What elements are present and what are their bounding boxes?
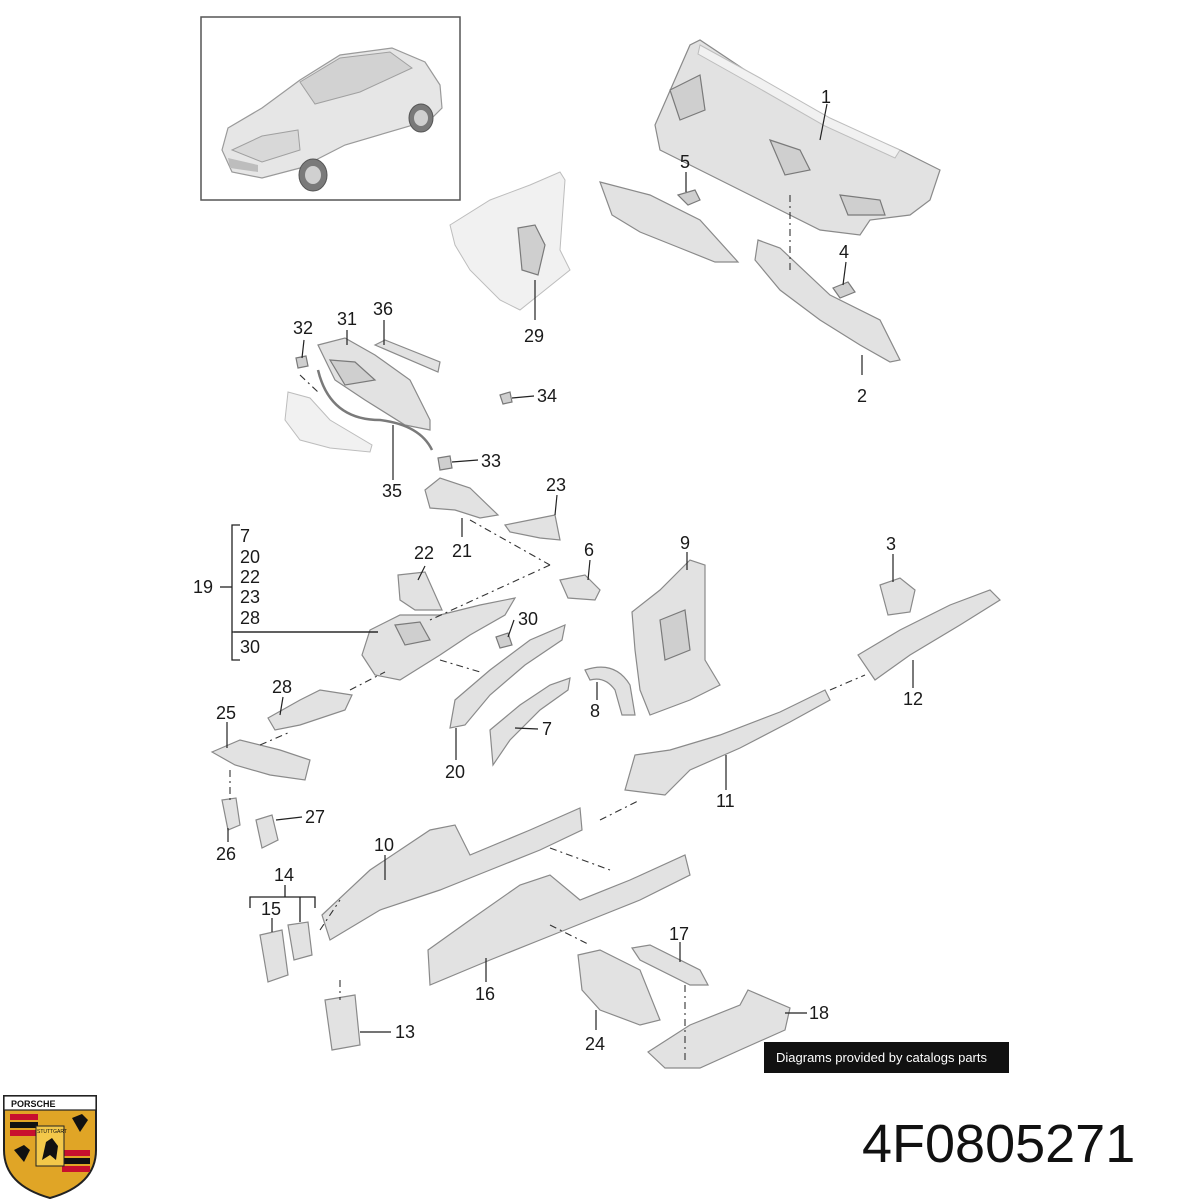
crest-brand-text: PORSCHE [11,1099,56,1109]
callout-29: 29 [524,326,544,346]
callout-34: 34 [537,386,557,406]
part-28-plate [267,689,353,731]
part-13-bracket [324,994,361,1051]
porsche-crest-logo: PORSCHE STUTTGART [3,1095,97,1200]
callout-9: 9 [680,533,690,553]
part-25-bracket [210,739,311,781]
callout-7: 7 [542,719,552,739]
part-11-sill [624,689,831,796]
part-19-assembly [361,597,517,681]
vehicle-thumbnail [200,16,461,201]
callout-2: 2 [857,386,867,406]
part-22-panel [397,571,443,611]
group-19-member: 28 [240,608,260,628]
callout-4: 4 [839,242,849,262]
part-number: 4F0805271 [862,1114,1135,1174]
part-26-bracket [221,797,241,831]
part-9-pillar [631,559,721,716]
part-33-clip [437,455,453,471]
group-19-member: 23 [240,587,260,607]
part-1-bulkhead [654,39,941,236]
callout-21: 21 [452,541,472,561]
part-15-bracket [259,929,289,983]
callout-28: 28 [272,677,292,697]
callout-19: 19 [193,577,213,597]
callout-10: 10 [374,835,394,855]
callout-16: 16 [475,984,495,1004]
part-35-cable [316,369,434,451]
credit-text: Diagrams provided by catalogs parts [776,1050,987,1065]
part-5-bracket [676,189,701,206]
group-19-member: 22 [240,567,260,587]
callout-1: 1 [821,87,831,107]
part-cowl-panel [599,181,740,263]
callout-26: 26 [216,844,236,864]
part-29-wheelhouse [449,171,571,311]
callout-8: 8 [590,701,600,721]
group-19-member: 30 [240,637,260,657]
callout-labels: 1 2 3 4 5 6 7 8 9 10 11 12 13 14 15 16 1… [193,87,923,1054]
callout-35: 35 [382,481,402,501]
callout-24: 24 [585,1034,605,1054]
group-19-member: 7 [240,526,250,546]
callout-15: 15 [261,899,281,919]
part-31-strut [317,337,431,431]
callout-3: 3 [886,534,896,554]
dash-dot-lines [229,195,866,1060]
part-34-clip [499,391,513,405]
part-17-strip [630,944,709,986]
part-14-bracket [287,921,313,961]
part-36-strip [373,339,441,373]
callout-6: 6 [584,540,594,560]
part-8-arch [584,666,636,716]
part-24-panel [577,949,661,1026]
part-23-bracket [503,514,561,541]
callout-23: 23 [546,475,566,495]
part-20-rail [449,623,566,729]
part-7-rail [489,677,571,767]
callout-13: 13 [395,1022,415,1042]
part-21-bracket [424,477,500,519]
part-27-bracket [255,814,279,849]
callout-17: 17 [669,924,689,944]
part-30-clip [495,632,513,649]
callout-11: 11 [716,791,735,811]
part-18-floor [647,989,791,1069]
part-16-floor-rail [427,854,691,986]
callout-27: 27 [305,807,325,827]
callout-25: 25 [216,703,236,723]
callout-31: 31 [337,309,357,329]
callout-14: 14 [274,865,294,885]
callout-22: 22 [414,543,434,563]
car-icon [221,47,443,192]
callout-36: 36 [373,299,393,319]
group-19-member: 20 [240,547,260,567]
group-14-bracket [249,885,316,922]
part-lower-panel [284,391,373,453]
callout-5: 5 [680,152,690,172]
credit-banner: Diagrams provided by catalogs parts [764,1042,1009,1073]
group-19-bracket [220,524,378,661]
callout-18: 18 [809,1003,829,1023]
part-12-sill [857,589,1001,681]
callout-33: 33 [481,451,501,471]
part-10-floor-rail [321,807,583,941]
callout-32: 32 [293,318,313,338]
part-6-bracket [559,574,601,601]
crest-city-text: STUTTGART [37,1129,67,1135]
callout-30: 30 [518,609,538,629]
callout-12: 12 [903,689,923,709]
group-19-members: 7 20 22 23 28 30 [240,526,260,657]
part-2-crossmember [754,239,901,363]
part-3-bracket [879,577,916,616]
part-4-bracket [832,281,856,299]
callout-20: 20 [445,762,465,782]
